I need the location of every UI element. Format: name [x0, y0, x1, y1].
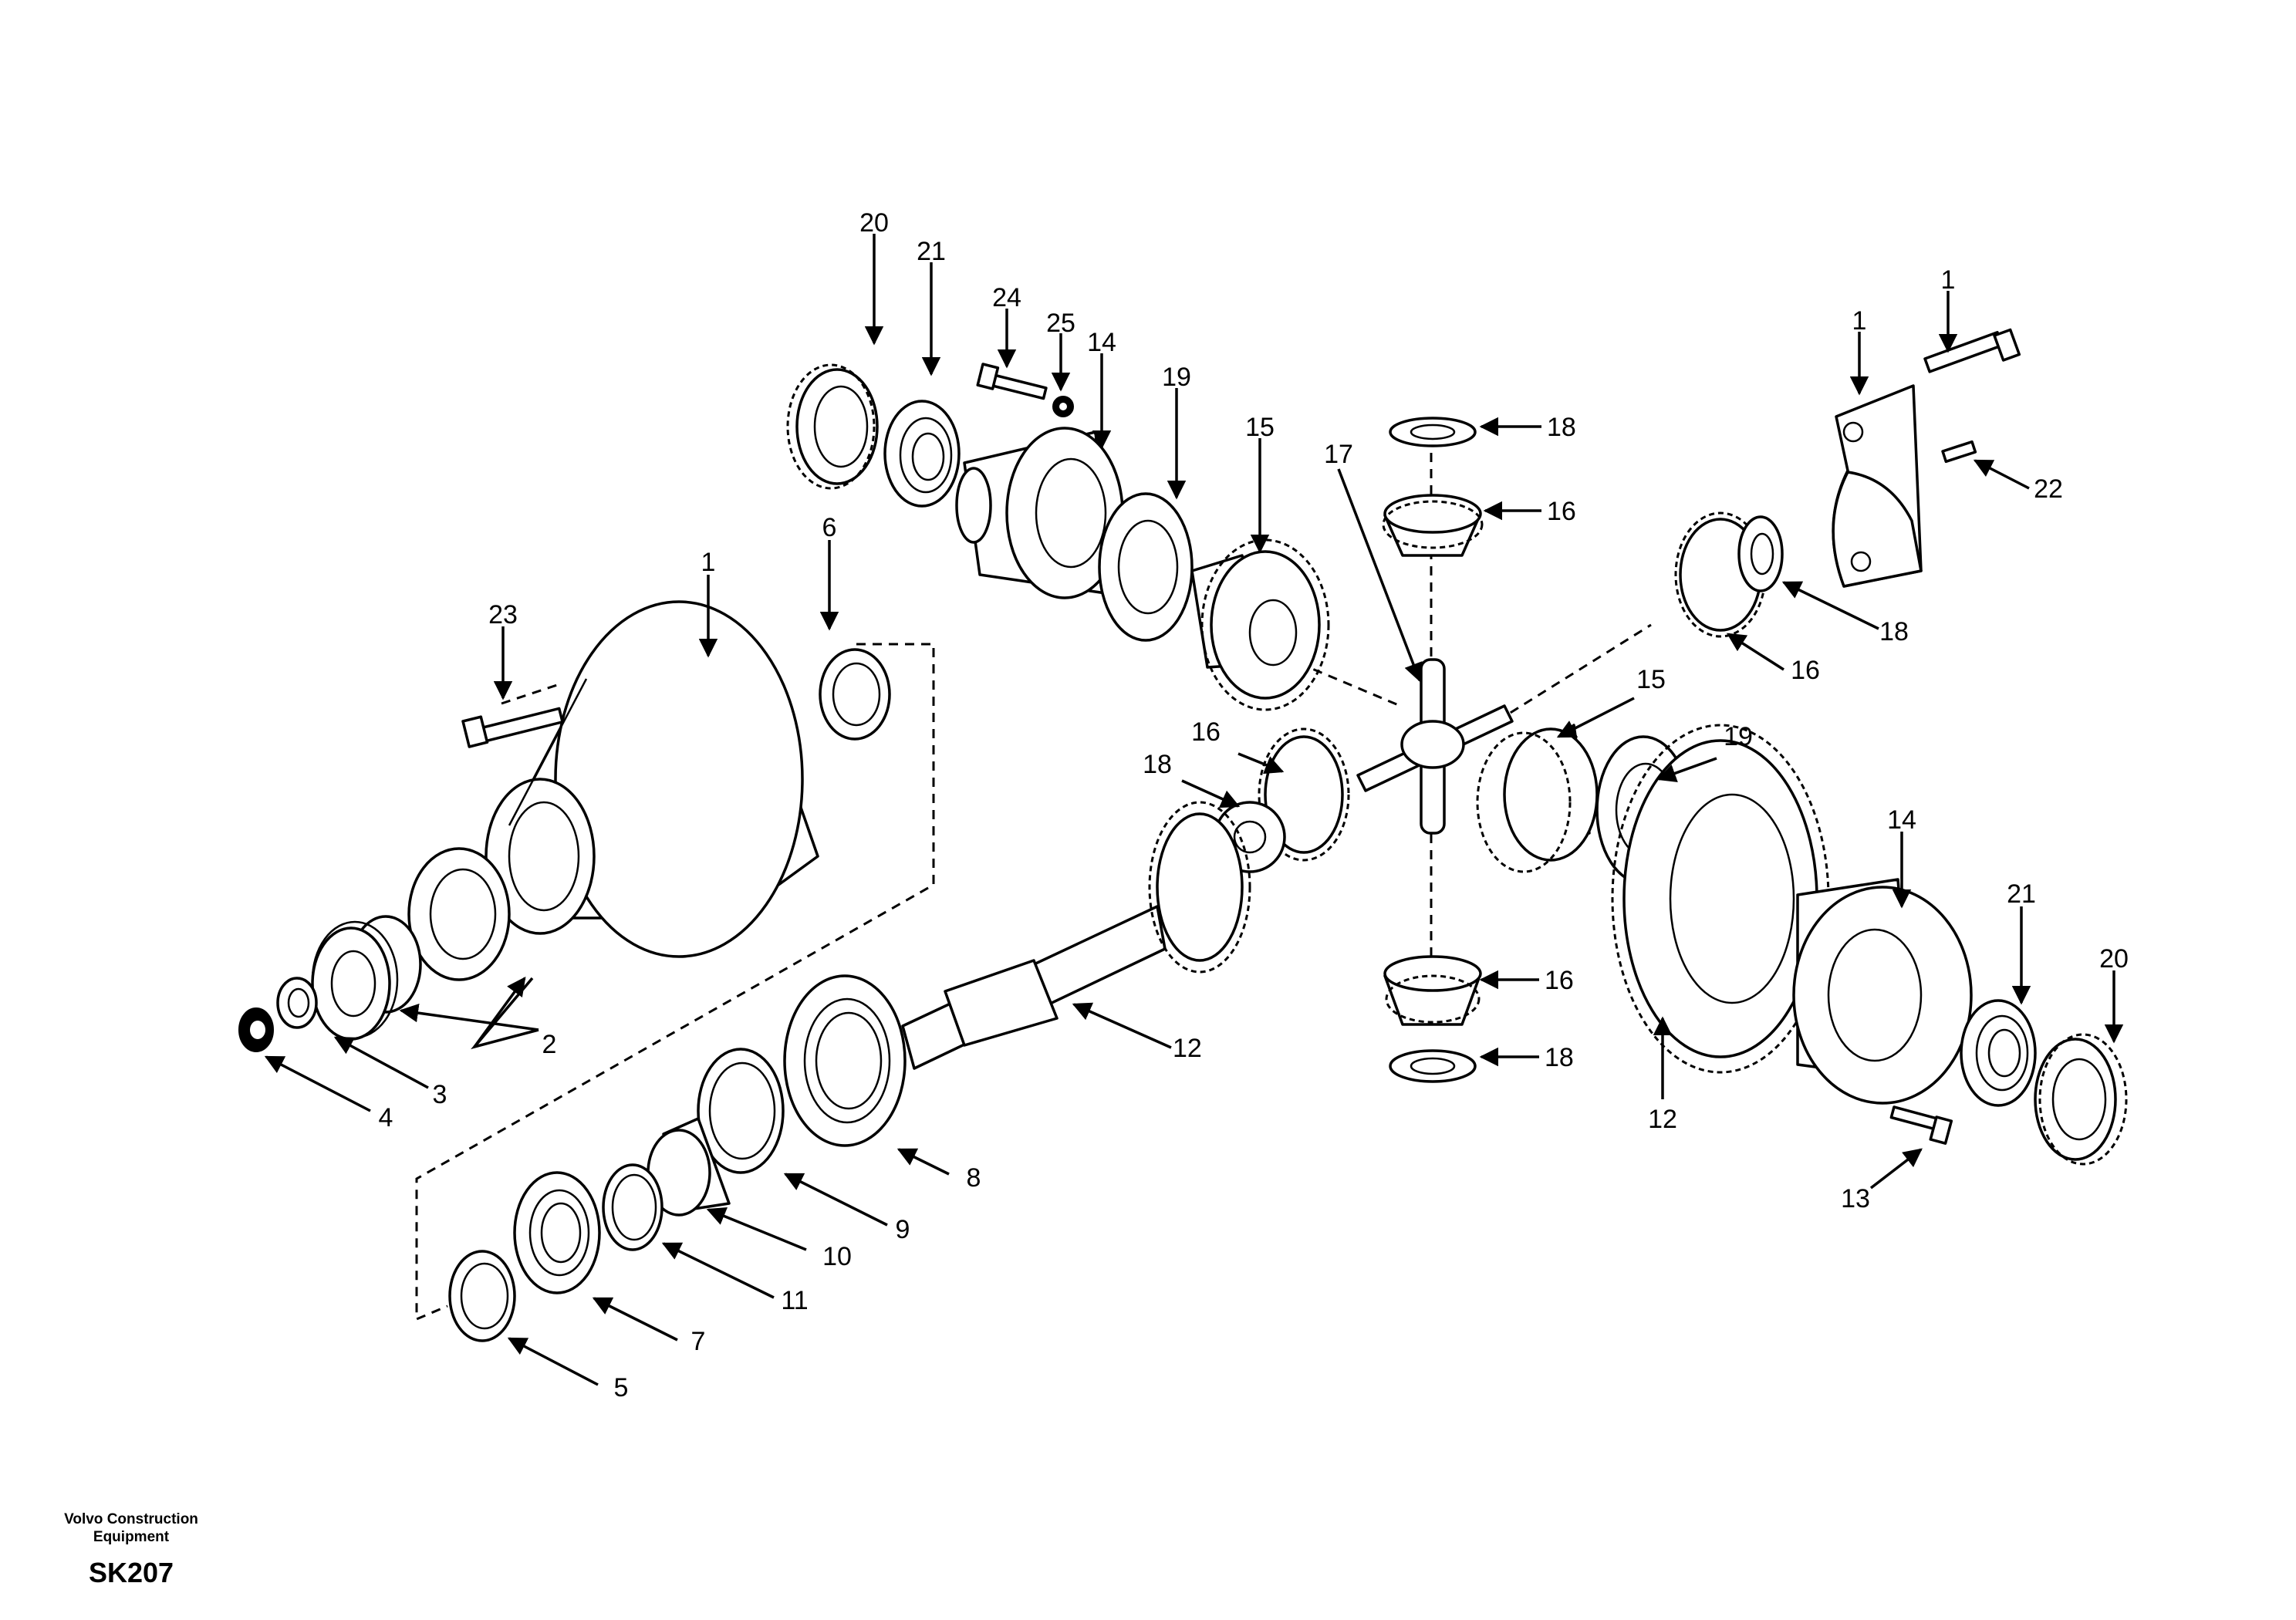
callout-13: 13: [1841, 1184, 1870, 1213]
callout-18-bottom: 18: [1545, 1043, 1574, 1072]
ring-9: [697, 1048, 785, 1174]
bolt-13: [1889, 1105, 1953, 1145]
callout-19-upper: 19: [1162, 363, 1191, 392]
callout-leaders: [264, 234, 2124, 1386]
thrust-washer-upper: [1098, 492, 1194, 642]
callout-1-housing: 1: [701, 548, 716, 577]
callout-7: 7: [691, 1327, 706, 1356]
ring-11: [602, 1163, 663, 1251]
callout-2: 2: [542, 1030, 557, 1059]
seal-5: [448, 1250, 516, 1342]
washer-3: [276, 977, 318, 1029]
bearing-upper: [883, 400, 961, 508]
bearing-8: [783, 974, 907, 1147]
callout-14-upper: 14: [1087, 328, 1116, 357]
callout-23: 23: [488, 600, 518, 629]
bolt-23: [461, 707, 564, 748]
bearing-lower: [1960, 999, 2037, 1107]
callout-8: 8: [967, 1163, 981, 1193]
callout-1-bolt: 1: [1941, 265, 1956, 295]
callout-25: 25: [1046, 309, 1075, 338]
callout-19-right: 19: [1724, 722, 1753, 751]
callout-10: 10: [822, 1242, 852, 1271]
callout-4: 4: [379, 1103, 393, 1132]
callout-12-ring: 12: [1648, 1105, 1677, 1134]
pinion-shaft: [901, 801, 1251, 1070]
diagram-code: SK207: [88, 1557, 174, 1588]
callout-6: 6: [822, 513, 837, 542]
bearing-7: [513, 1171, 601, 1294]
callout-12-shaft: 12: [1173, 1034, 1202, 1063]
callout-3: 3: [433, 1080, 447, 1109]
callout-18-left: 18: [1143, 750, 1172, 779]
differential-housing-upper: [955, 427, 1124, 599]
manufacturer-name-line2: Equipment: [93, 1529, 170, 1545]
callout-16-right: 16: [1791, 656, 1820, 685]
bearing-cup-2: [407, 847, 511, 981]
callout-9: 9: [896, 1215, 910, 1244]
callout-11: 11: [781, 1286, 808, 1315]
callout-22: 22: [2034, 474, 2063, 504]
side-gear-upper: [1190, 538, 1330, 711]
manufacturer-block: Volvo Construction Equipment SK207: [39, 1510, 224, 1589]
callout-20-lower: 20: [2099, 944, 2129, 974]
callout-17: 17: [1324, 440, 1353, 469]
assembly-guide-lines: [415, 420, 1652, 1321]
callout-20-upper: 20: [859, 208, 889, 238]
callout-16-top: 16: [1547, 497, 1576, 526]
callout-24: 24: [992, 283, 1021, 312]
callout-15-right: 15: [1636, 665, 1666, 694]
pinion-gear-bottom: [1383, 955, 1482, 1026]
pin-22: [1941, 440, 1977, 464]
thrust-washer-bottom: [1389, 1049, 1477, 1083]
bolt-cap: [1923, 328, 2021, 373]
callout-14-lower: 14: [1887, 805, 1916, 835]
callout-1-cap: 1: [1852, 306, 1867, 336]
adjusting-nut-upper: [786, 363, 879, 490]
callout-16-left: 16: [1191, 717, 1221, 747]
bearing-cap: [1832, 384, 1923, 588]
bolt-24: [976, 363, 1048, 400]
spider-cross: [1356, 658, 1514, 835]
thrust-washer-right-small: [1737, 515, 1784, 592]
thrust-washer-top: [1389, 417, 1477, 447]
manufacturer-name-line1: Volvo Construction: [64, 1511, 198, 1527]
axle-housing-left: [485, 600, 819, 958]
callout-18-right: 18: [1879, 617, 1909, 646]
washer-25: [1052, 396, 1074, 417]
callout-21-lower: 21: [2007, 879, 2036, 909]
callout-labels: 20 21 24 25 14 19 15 17 18 16 1 1 22 18 …: [379, 208, 2129, 1402]
callout-21-upper: 21: [917, 237, 946, 266]
adjusting-nut-lower: [2034, 1033, 2128, 1166]
nut-4: [238, 1007, 274, 1052]
callout-15-upper: 15: [1245, 413, 1275, 442]
callout-16-bottom: 16: [1545, 966, 1574, 995]
seal-6: [819, 648, 891, 741]
pinion-gear-top: [1382, 494, 1484, 557]
flange-3-assembly: [311, 915, 422, 1041]
differential-housing-lower: [1792, 878, 1973, 1105]
spacer-10: [647, 1117, 731, 1217]
callout-18-top: 18: [1547, 413, 1576, 442]
callout-5: 5: [614, 1373, 629, 1402]
side-gear-right: [1476, 724, 1599, 873]
